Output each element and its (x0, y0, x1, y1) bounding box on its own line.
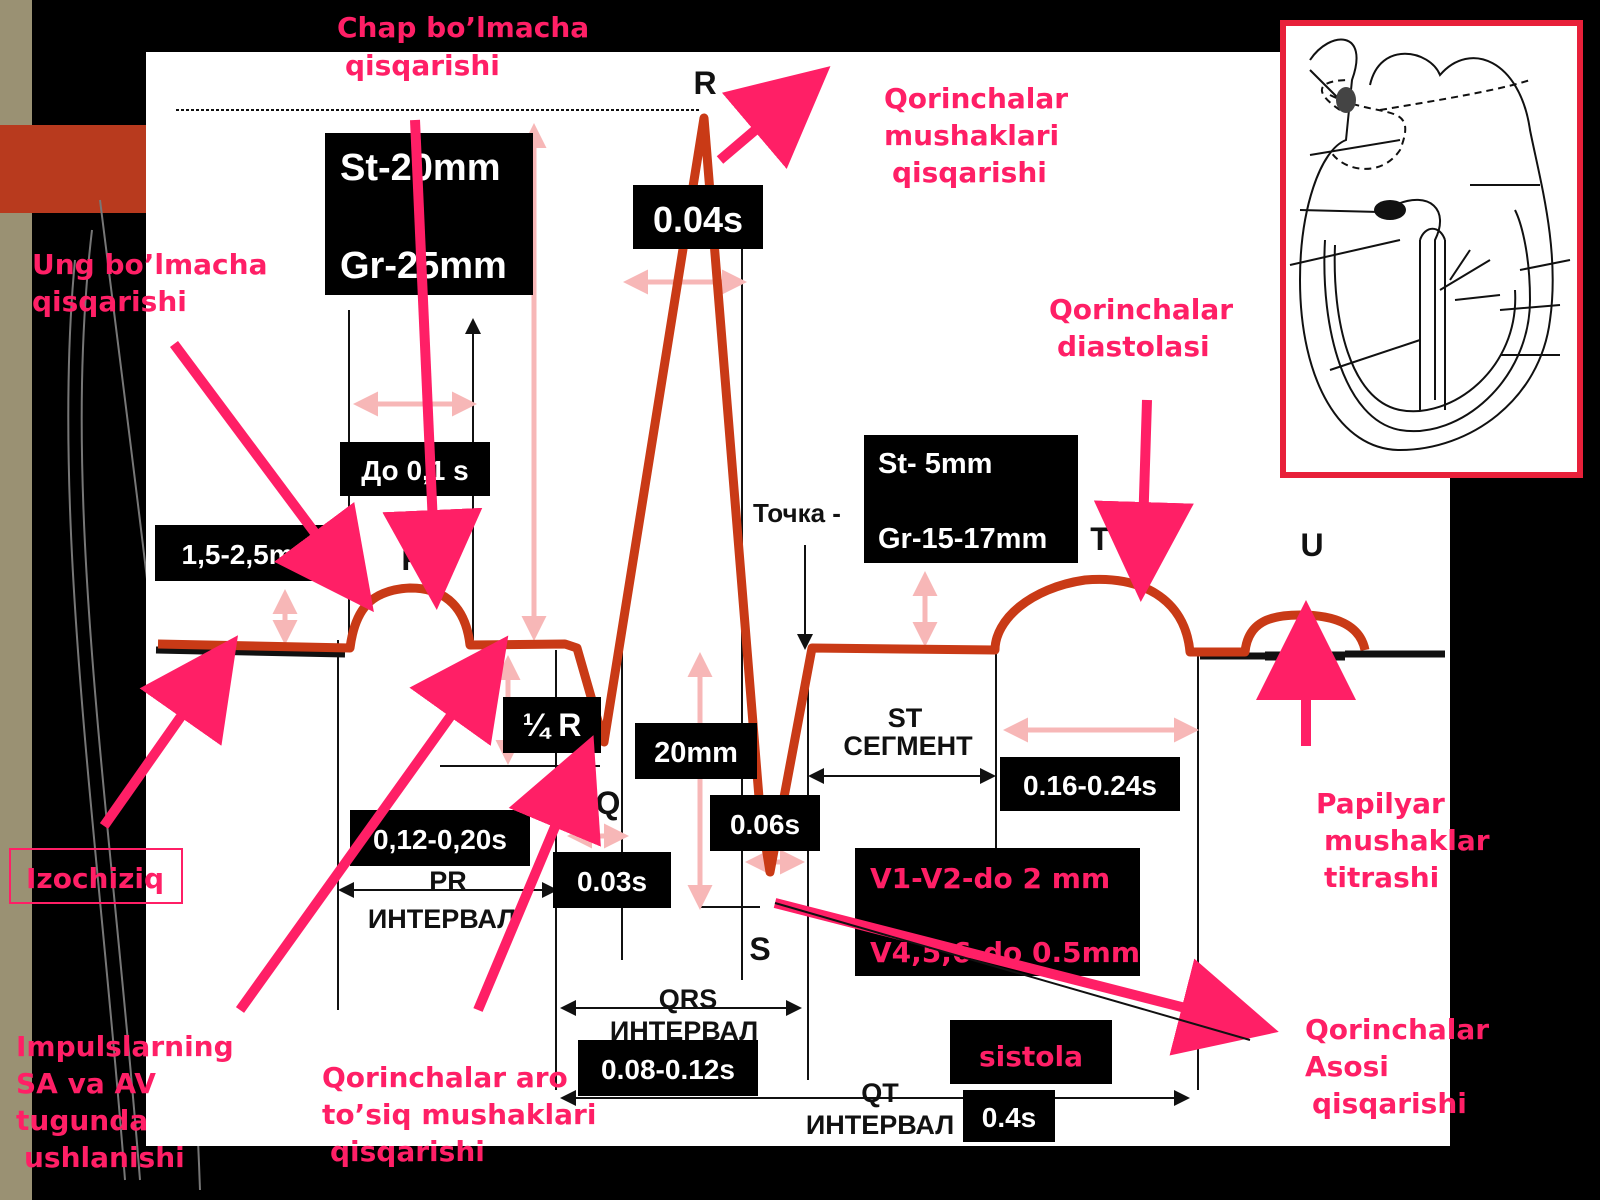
svg-text:Qorinchalar aro: Qorinchalar aro (322, 1061, 568, 1094)
svg-text:0,12-0,20s: 0,12-0,20s (373, 824, 507, 855)
svg-text:СЕГМЕНТ: СЕГМЕНТ (843, 731, 973, 761)
box-sistola: sistola (950, 1020, 1112, 1084)
svg-text:qisqarishi: qisqarishi (32, 285, 187, 318)
interval-annotations: Точка - ST СЕГМЕНТ PR ИНТЕРВАЛ QRS ИНТЕР… (368, 498, 973, 1140)
svg-text:QT: QT (861, 1078, 899, 1108)
svg-text:diastolasi: diastolasi (1057, 330, 1210, 363)
box-q-depth: ¼ R (503, 697, 601, 753)
box-qrs-interval: 0.08-0.12s (578, 1040, 758, 1096)
svg-text:До 0,1 s: До 0,1 s (361, 455, 468, 486)
svg-text:Q: Q (596, 785, 621, 821)
svg-text:ИНТЕРВАЛ: ИНТЕРВАЛ (368, 904, 516, 934)
box-q-duration: 0.03s (553, 852, 671, 908)
svg-text:mushaklar: mushaklar (1324, 824, 1490, 857)
svg-text:Chap bo’lmacha: Chap bo’lmacha (337, 11, 589, 44)
svg-text:Qorinchalar: Qorinchalar (884, 82, 1068, 115)
svg-text:20mm: 20mm (654, 737, 738, 769)
svg-text:R: R (693, 65, 716, 101)
heart-conduction-inset (1280, 20, 1583, 478)
svg-text:¼ R: ¼ R (523, 707, 582, 743)
svg-text:U: U (1300, 527, 1323, 563)
svg-text:ushlanishi: ushlanishi (24, 1141, 185, 1174)
av-node-icon (1374, 200, 1406, 220)
svg-text:Gr-15-17mm: Gr-15-17mm (878, 523, 1047, 555)
svg-text:qisqarishi: qisqarishi (330, 1135, 485, 1168)
box-s-duration: 0.06s (710, 795, 820, 851)
box-t-duration: 0.16-0.24s (1000, 757, 1180, 811)
box-r-amplitude: 20mm (635, 723, 757, 779)
svg-text:0.04s: 0.04s (653, 199, 743, 240)
svg-text:Qorinchalar: Qorinchalar (1049, 293, 1233, 326)
svg-text:ИНТЕРВАЛ: ИНТЕРВАЛ (610, 1016, 758, 1046)
svg-text:P: P (401, 541, 422, 577)
pointer-arrows (99, 66, 1356, 1056)
svg-text:0.16-0.24s: 0.16-0.24s (1023, 770, 1157, 801)
svg-text:qisqarishi: qisqarishi (892, 156, 1047, 189)
svg-text:titrashi: titrashi (1324, 861, 1439, 894)
svg-text:Qorinchalar: Qorinchalar (1305, 1013, 1489, 1046)
box-r-duration: 0.04s (633, 185, 763, 249)
label-ung-bolmacha: Ung bo’lmacha qisqarishi (32, 248, 267, 318)
label-qorinchalar-mushaklari: Qorinchalar mushaklari qisqarishi (884, 82, 1068, 189)
label-impulslarning: Impulslarning SA va AV tugunda ushlanish… (16, 1030, 234, 1174)
svg-text:0.03s: 0.03s (577, 866, 647, 897)
label-qorinchalar-aro: Qorinchalar aro to’siq mushaklari qisqar… (322, 1061, 596, 1168)
svg-text:ST: ST (888, 703, 923, 733)
svg-text:0.4s: 0.4s (982, 1102, 1037, 1133)
box-t-dims: St- 5mm Gr-15-17mm (864, 435, 1078, 563)
label-chap-bolmacha: Chap bo’lmacha qisqarishi (337, 11, 589, 82)
svg-text:Impulslarning: Impulslarning (16, 1030, 234, 1063)
svg-text:Ung bo’lmacha: Ung bo’lmacha (32, 248, 267, 281)
svg-text:Точка -: Точка - (753, 498, 841, 528)
svg-text:1,5-2,5mm: 1,5-2,5mm (182, 539, 319, 570)
svg-text:QRS: QRS (659, 984, 718, 1014)
svg-text:qisqarishi: qisqarishi (345, 49, 500, 82)
svg-text:Izochiziq: Izochiziq (26, 862, 164, 895)
svg-text:0.08-0.12s: 0.08-0.12s (601, 1054, 735, 1085)
svg-text:V1-V2-do 2 mm: V1-V2-do 2 mm (870, 862, 1110, 895)
svg-text:qisqarishi: qisqarishi (1312, 1087, 1467, 1120)
svg-text:mushaklari: mushaklari (884, 119, 1059, 152)
label-izochiziq: Izochiziq (9, 848, 183, 904)
sa-node-icon (1336, 87, 1356, 113)
svg-text:Papilyar: Papilyar (1316, 787, 1445, 820)
svg-text:ИНТЕРВАЛ: ИНТЕРВАЛ (806, 1110, 954, 1140)
label-papilyar: Papilyar mushaklar titrashi (1316, 787, 1490, 894)
box-p-duration: До 0,1 s (340, 442, 490, 496)
heart-icon (1289, 38, 1571, 452)
label-qorinchalar-diastolasi: Qorinchalar diastolasi (1049, 293, 1233, 363)
svg-text:S: S (749, 931, 770, 967)
box-st-elevation: V1-V2-do 2 mm V4,5,6-do 0.5mm (855, 848, 1140, 976)
svg-text:T: T (1090, 521, 1110, 557)
svg-text:tugunda: tugunda (16, 1104, 148, 1137)
svg-text:0.06s: 0.06s (730, 809, 800, 840)
label-qorinchalar-asosi: Qorinchalar Asosi qisqarishi (1305, 1013, 1489, 1120)
svg-text:PR: PR (429, 866, 467, 896)
box-qt-value: 0.4s (963, 1090, 1055, 1142)
svg-text:to’siq mushaklari: to’siq mushaklari (322, 1098, 596, 1131)
orange-band (0, 125, 146, 213)
box-p-dims: St-20mm Gr-25mm (325, 133, 533, 295)
svg-text:Asosi: Asosi (1305, 1050, 1389, 1083)
svg-text:sistola: sistola (979, 1040, 1083, 1073)
svg-text:SA va AV: SA va AV (16, 1067, 156, 1100)
svg-text:St- 5mm: St- 5mm (878, 448, 992, 480)
